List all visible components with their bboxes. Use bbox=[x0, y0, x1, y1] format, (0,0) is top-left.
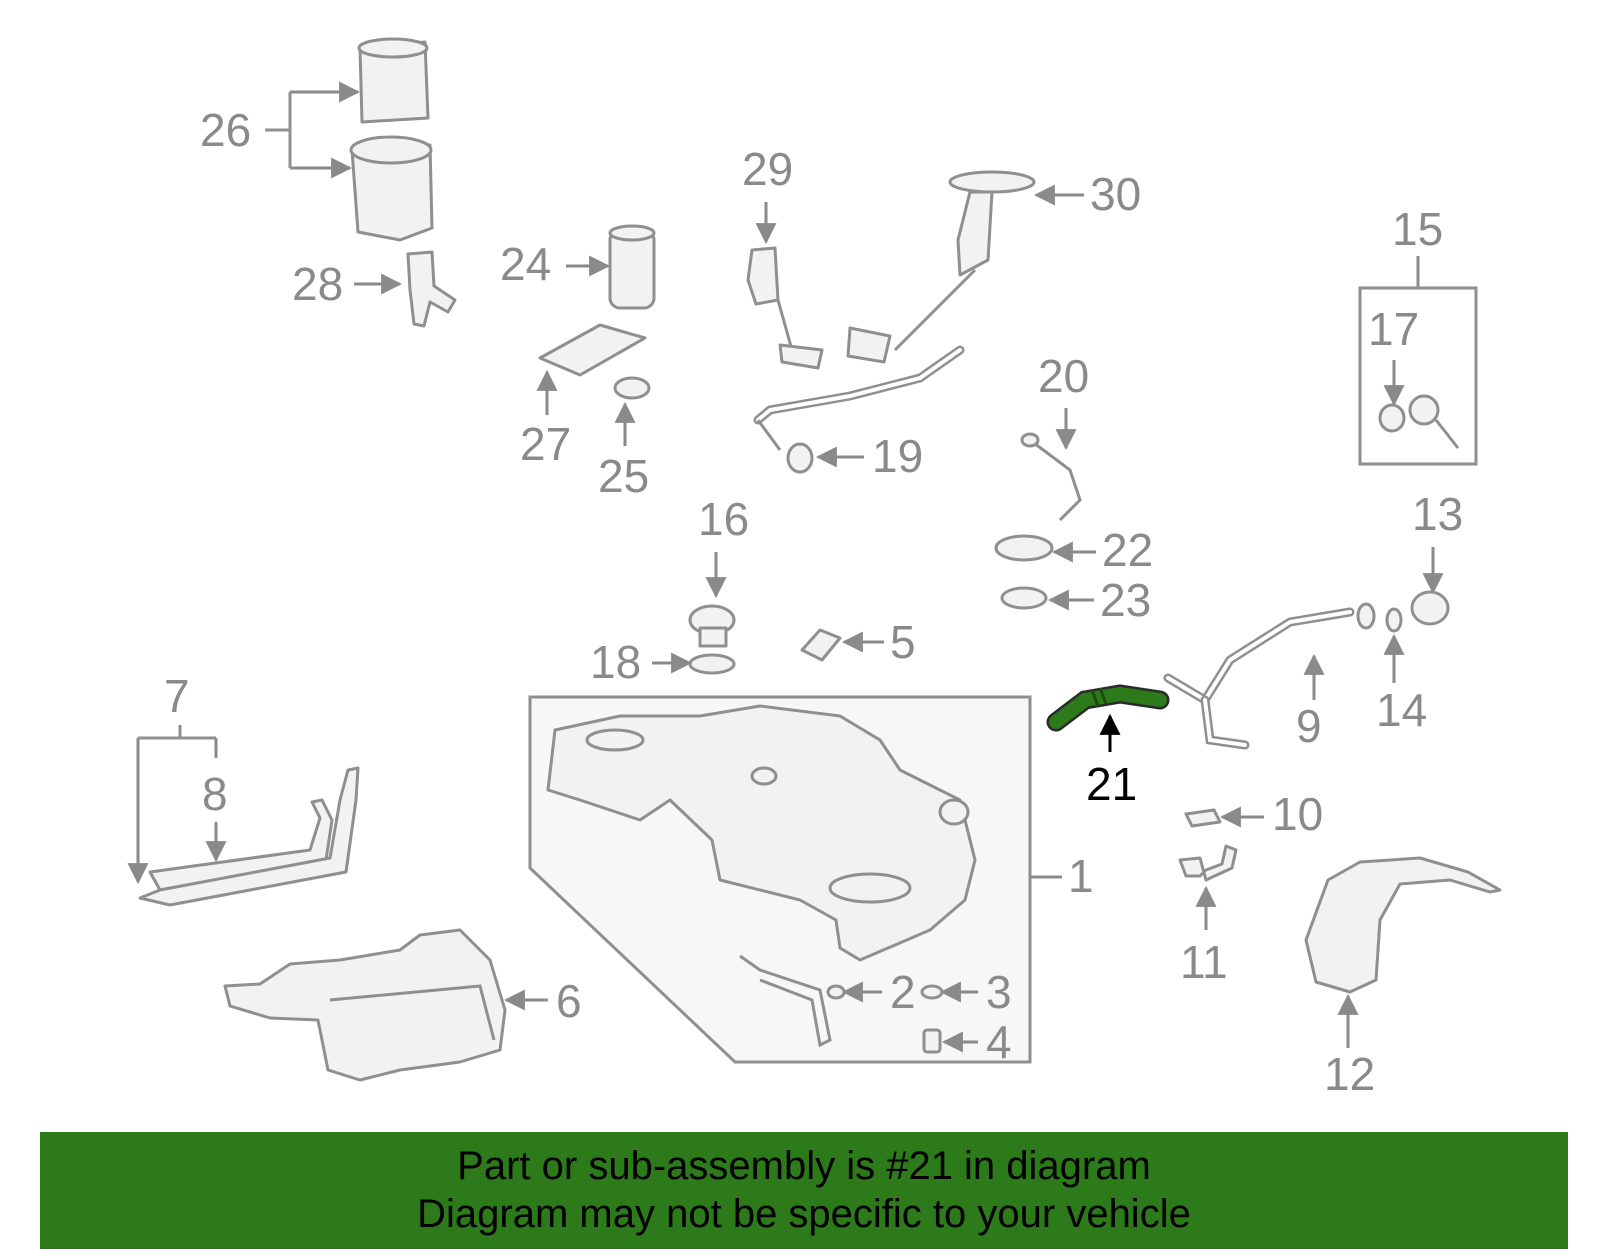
bracket-part-11 bbox=[1178, 844, 1238, 882]
fuel-cap-part-13 bbox=[1410, 590, 1450, 626]
callout-7: 7 bbox=[164, 670, 190, 722]
filler-cap-part-17 bbox=[1378, 394, 1460, 449]
callout-21: 21 bbox=[1086, 758, 1137, 810]
callout-11: 11 bbox=[1180, 936, 1228, 988]
heat-insulator-part-6 bbox=[223, 928, 507, 1082]
fuel-pump-part-24 bbox=[608, 224, 656, 310]
callout-20: 20 bbox=[1038, 350, 1089, 402]
callout-8: 8 bbox=[202, 768, 228, 820]
callout-25: 25 bbox=[598, 450, 649, 502]
filler-pipe-part-9 bbox=[1163, 602, 1376, 750]
callout-5: 5 bbox=[890, 616, 916, 668]
callout-27: 27 bbox=[520, 418, 571, 470]
callout-24: 24 bbox=[500, 238, 551, 290]
gasket-part-18 bbox=[688, 653, 736, 675]
callout-16: 16 bbox=[698, 493, 749, 545]
drain-plug-part-4 bbox=[922, 1028, 942, 1054]
fuel-sender-assembly-part-30 bbox=[846, 170, 1036, 364]
callout-30: 30 bbox=[1090, 168, 1141, 220]
callout-19: 19 bbox=[872, 430, 923, 482]
banner-line-1: Part or sub-assembly is #21 in diagram bbox=[457, 1144, 1151, 1188]
callout-23: 23 bbox=[1100, 574, 1151, 626]
banner-line-2: Diagram may not be specific to your vehi… bbox=[417, 1192, 1191, 1236]
plug-part-3 bbox=[920, 984, 944, 1000]
fuel-strainer-part-27 bbox=[538, 323, 647, 377]
callout-1: 1 bbox=[1068, 850, 1094, 902]
cap-assembly-box bbox=[1358, 286, 1478, 466]
callout-17: 17 bbox=[1368, 303, 1419, 355]
callout-15: 15 bbox=[1392, 203, 1443, 255]
callout-13: 13 bbox=[1412, 488, 1463, 540]
hose-part-20 bbox=[1020, 432, 1082, 522]
valve-part-16 bbox=[688, 604, 736, 648]
gasket-part-23 bbox=[1000, 586, 1048, 610]
protector-part-12 bbox=[1304, 856, 1502, 994]
fuel-pump-bracket-part-26 bbox=[349, 37, 434, 242]
callout-3: 3 bbox=[986, 966, 1012, 1018]
tank-strap-parts-7-8 bbox=[138, 766, 360, 907]
info-banner: Part or sub-assembly is #21 in diagram D… bbox=[40, 1132, 1568, 1249]
callout-18: 18 bbox=[590, 636, 641, 688]
callout-12: 12 bbox=[1324, 1048, 1375, 1100]
fuel-tank-box-part-1 bbox=[528, 695, 1032, 1064]
hose-part-21-highlighted bbox=[1046, 684, 1170, 732]
callout-26: 26 bbox=[200, 104, 251, 156]
callout-28: 28 bbox=[292, 258, 343, 310]
gasket-part-14 bbox=[1385, 607, 1403, 633]
pad-part-5 bbox=[800, 628, 842, 662]
callout-9: 9 bbox=[1296, 700, 1322, 752]
fuel-sender-part-29 bbox=[746, 246, 824, 370]
callout-2: 2 bbox=[890, 966, 916, 1018]
callout-6: 6 bbox=[556, 975, 582, 1027]
vent-tube-part-19 bbox=[753, 345, 965, 474]
gasket-part-25 bbox=[613, 376, 651, 400]
callout-29: 29 bbox=[742, 143, 793, 195]
callout-22: 22 bbox=[1102, 524, 1153, 576]
callout-14: 14 bbox=[1376, 684, 1427, 736]
check-valve-part-28 bbox=[406, 250, 457, 328]
clip-part-2 bbox=[826, 984, 846, 1000]
callout-4: 4 bbox=[986, 1016, 1012, 1068]
callout-10: 10 bbox=[1272, 788, 1323, 840]
gasket-part-22 bbox=[994, 534, 1054, 562]
clamp-part-10 bbox=[1184, 808, 1222, 828]
